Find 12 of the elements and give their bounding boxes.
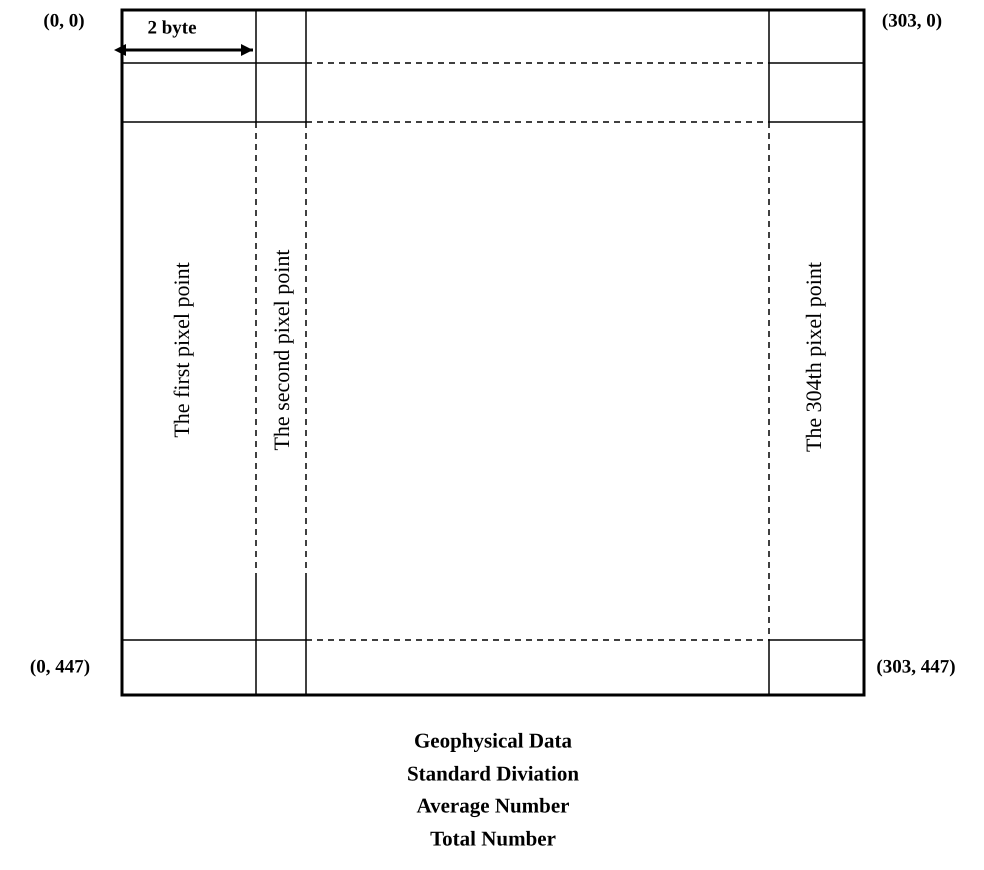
column-label: The first pixel point (170, 262, 194, 438)
column-label: The second pixel point (270, 250, 294, 450)
coordinate-label: (0, 0) (43, 12, 85, 32)
coordinate-label: (303, 447) (876, 658, 956, 678)
column-label: The 304th pixel point (802, 262, 826, 452)
coordinate-label: (0, 447) (30, 658, 90, 678)
layer-label: Geophysical Data (414, 729, 572, 753)
layer-label: Standard Diviation (406, 762, 580, 786)
layer-label: Total Number (430, 827, 556, 851)
coordinate-label: (303, 0) (882, 12, 942, 32)
dimension-label: 2 byte (147, 18, 197, 40)
layer-label: Average Number (416, 794, 570, 818)
